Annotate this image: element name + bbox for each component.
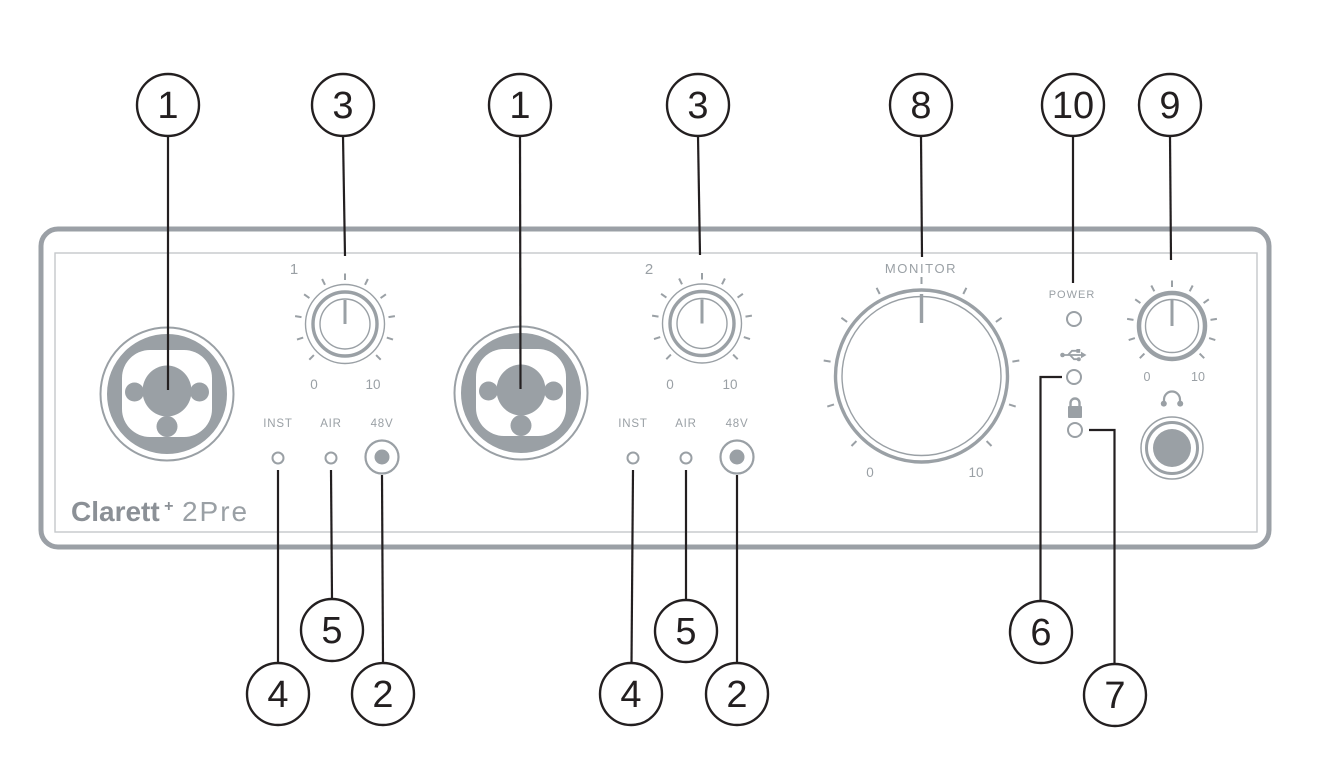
brand-logo: Clarett + 2Pre xyxy=(71,496,249,527)
callout-gain-3b: 3 xyxy=(665,72,731,256)
callout-input-1b: 1 xyxy=(487,72,553,390)
callout-power-10: 10 xyxy=(1040,72,1106,283)
svg-text:2: 2 xyxy=(372,674,393,716)
gain-knob-1-ticks xyxy=(294,273,396,361)
headphone-knob xyxy=(1136,290,1208,362)
monitor-min: 0 xyxy=(866,465,874,480)
callout-headphone-9: 9 xyxy=(1137,72,1203,261)
svg-text:9: 9 xyxy=(1159,85,1180,127)
callout-gain-3a: 3 xyxy=(310,72,376,257)
channel-2: 2 0 10 INST AIR 48V xyxy=(455,261,755,475)
channel-1: 1 0 10 INST AIR 48V xyxy=(101,261,400,475)
headphone-section: 0 10 xyxy=(1126,280,1218,480)
lock-icon xyxy=(1068,397,1082,418)
air-led-1 xyxy=(324,451,338,465)
monitor-max: 10 xyxy=(968,465,983,480)
gain-1-min: 0 xyxy=(310,377,318,392)
gain-2-min: 0 xyxy=(666,377,674,392)
callout-monitor-8: 8 xyxy=(888,72,954,258)
callout-48v-2b: 2 xyxy=(704,475,770,727)
usb-led xyxy=(1066,369,1082,385)
panel-face-inset xyxy=(54,252,1258,533)
gain-2-max: 10 xyxy=(722,377,737,392)
headphone-max: 10 xyxy=(1191,370,1205,384)
svg-text:4: 4 xyxy=(267,674,288,716)
headphone-jack xyxy=(1140,416,1204,480)
usb-icon xyxy=(1060,349,1087,362)
channel-1-number: 1 xyxy=(290,261,298,278)
gain-1-max: 10 xyxy=(365,377,380,392)
brand-model: 2Pre xyxy=(182,496,249,527)
svg-text:6: 6 xyxy=(1030,612,1051,654)
monitor-label: MONITOR xyxy=(885,261,957,276)
panel-outer-edge xyxy=(38,226,1272,550)
callout-air-5a: 5 xyxy=(299,469,365,663)
air-label-2: AIR xyxy=(675,418,697,430)
callout-air-5b: 5 xyxy=(653,470,719,664)
svg-text:7: 7 xyxy=(1104,675,1125,717)
power-led xyxy=(1066,311,1082,327)
air-led-2 xyxy=(679,451,693,465)
callouts-bottom: 4 5 2 4 5 2 6 xyxy=(245,375,1148,728)
svg-text:2: 2 xyxy=(726,674,747,716)
callout-inst-4a: 4 xyxy=(245,470,311,727)
svg-text:1: 1 xyxy=(157,85,178,127)
monitor-knob xyxy=(833,288,1010,464)
callout-usb-6: 6 xyxy=(1008,375,1074,665)
callout-48v-2a: 2 xyxy=(350,474,416,727)
callout-lock-7: 7 xyxy=(1082,428,1148,728)
inst-led-1 xyxy=(271,451,285,465)
inst-label-1: INST xyxy=(263,418,292,430)
svg-text:10: 10 xyxy=(1052,85,1094,127)
svg-text:8: 8 xyxy=(910,85,931,127)
svg-text:5: 5 xyxy=(675,611,696,653)
callouts-top: 1 3 1 3 8 10 9 xyxy=(135,72,1203,390)
monitor-section: MONITOR 0 10 xyxy=(823,261,1020,480)
phantom-48v-button-1 xyxy=(364,439,400,475)
brand-plus: + xyxy=(164,498,173,515)
front-panel xyxy=(38,226,1272,550)
power-label: POWER xyxy=(1049,289,1096,301)
svg-text:1: 1 xyxy=(509,85,530,127)
inst-label-2: INST xyxy=(618,418,647,430)
svg-text:3: 3 xyxy=(332,85,353,127)
svg-text:4: 4 xyxy=(620,674,641,716)
callout-input-1a: 1 xyxy=(135,72,201,390)
air-label-1: AIR xyxy=(320,418,342,430)
channel-2-number: 2 xyxy=(645,261,653,278)
phantom-48v-button-2 xyxy=(719,439,755,475)
monitor-knob-ticks xyxy=(823,277,1020,447)
svg-text:5: 5 xyxy=(321,610,342,652)
gain-knob-2-ticks xyxy=(651,273,753,360)
headphone-knob-ticks xyxy=(1126,280,1218,359)
svg-text:3: 3 xyxy=(687,85,708,127)
callout-inst-4b: 4 xyxy=(598,469,664,727)
phantom-label-2: 48V xyxy=(726,418,749,430)
inst-led-2 xyxy=(626,451,640,465)
status-section: POWER xyxy=(1049,289,1096,438)
brand-name: Clarett xyxy=(71,496,160,527)
headphones-icon xyxy=(1160,390,1184,407)
lock-led xyxy=(1067,422,1083,438)
phantom-label-1: 48V xyxy=(371,418,394,430)
headphone-min: 0 xyxy=(1144,370,1151,384)
